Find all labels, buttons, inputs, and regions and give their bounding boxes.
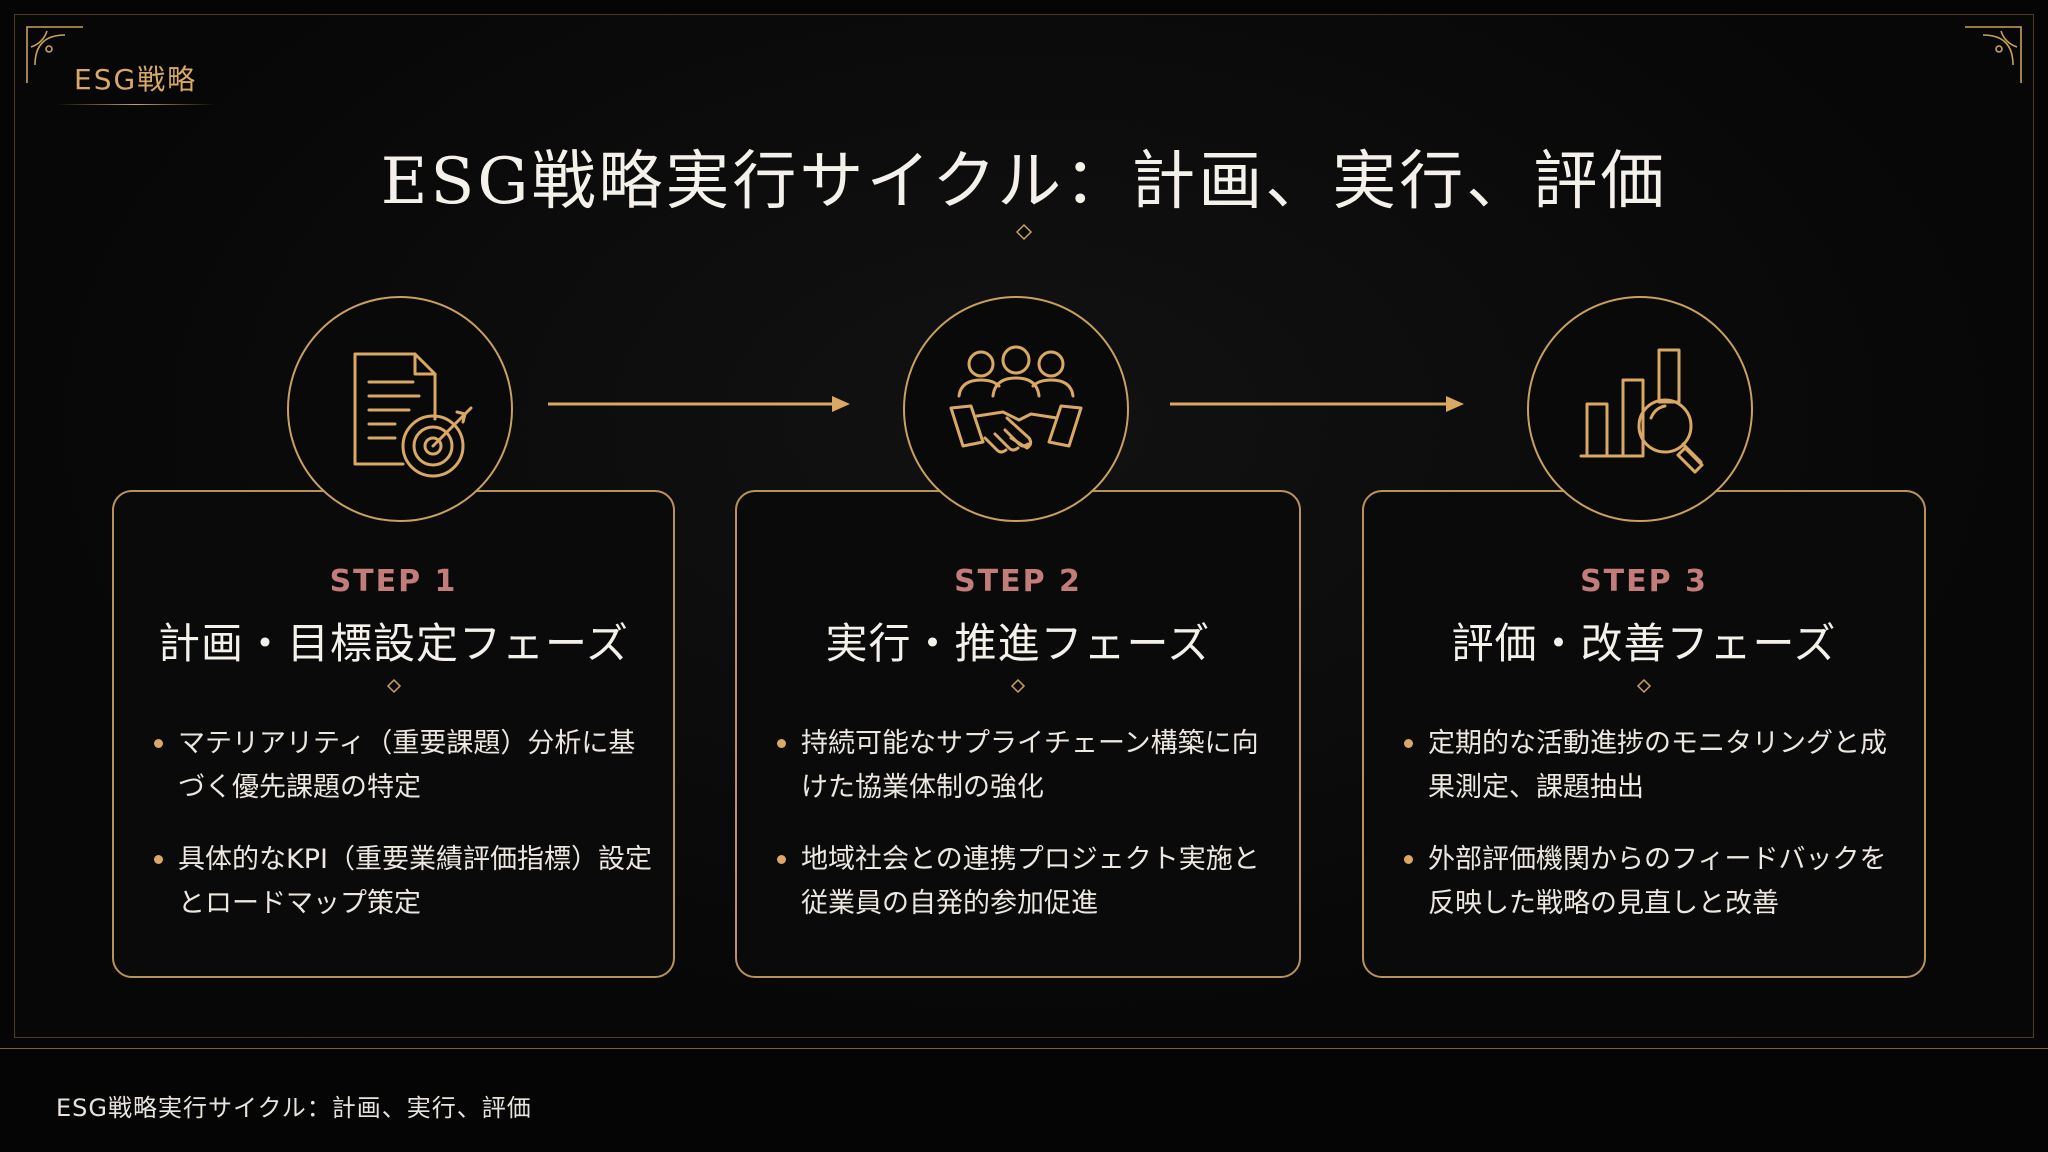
step-label: STEP 2 — [954, 564, 1082, 599]
step-1-icon-circle — [287, 296, 513, 522]
step-1-card: STEP 1 計画・目標設定フェーズ マテリアリティ（重要課題）分析に基づく優先… — [112, 490, 675, 978]
list-item: 外部評価機関からのフィードバックを反映した戦略の見直しと改善 — [1398, 838, 1904, 926]
tag-underline — [56, 104, 216, 105]
bullet-dot-icon — [1404, 855, 1413, 864]
step-label: STEP 3 — [1580, 564, 1708, 599]
step-label: STEP 1 — [329, 564, 458, 599]
bullet-list: 定期的な活動進捗のモニタリングと成果測定、課題抽出 外部評価機関からのフィードバ… — [1398, 722, 1904, 954]
corner-ornament-icon — [26, 26, 83, 83]
list-item: 地域社会との連携プロジェクト実施と従業員の自発的参加促進 — [771, 838, 1279, 926]
step-3-icon-circle — [1527, 296, 1753, 522]
phase-title: 実行・推進フェーズ — [825, 619, 1211, 668]
footer-caption: ESG戦略実行サイクル：計画、実行、評価 — [56, 1094, 532, 1122]
card-divider — [313, 678, 474, 694]
list-item: マテリアリティ（重要課題）分析に基づく優先課題の特定 — [148, 722, 653, 810]
chart-magnifier-icon — [1579, 348, 1704, 474]
footer-divider — [0, 1048, 2048, 1049]
step-2-icon-circle — [903, 296, 1129, 522]
list-item: 持続可能なサプライチェーン構築に向けた協業体制の強化 — [771, 722, 1279, 810]
page-title: ESG戦略実行サイクル：計画、実行、評価 — [380, 145, 1668, 219]
phase-title: 評価・改善フェーズ — [1451, 619, 1837, 668]
title-divider — [784, 223, 1264, 241]
bullet-dot-icon — [777, 739, 786, 748]
phase-title: 計画・目標設定フェーズ — [158, 619, 629, 668]
bullet-list: 持続可能なサプライチェーン構築に向けた協業体制の強化 地域社会との連携プロジェク… — [771, 722, 1279, 954]
step-3-card: STEP 3 評価・改善フェーズ 定期的な活動進捗のモニタリングと成果測定、課題… — [1362, 490, 1926, 978]
bullet-dot-icon — [777, 855, 786, 864]
bullet-dot-icon — [154, 739, 163, 748]
bullet-list: マテリアリティ（重要課題）分析に基づく優先課題の特定 具体的なKPI（重要業績評… — [148, 722, 653, 954]
flow-arrow-2 — [1170, 396, 1464, 412]
step-2-card: STEP 2 実行・推進フェーズ 持続可能なサプライチェーン構築に向けた協業体制… — [735, 490, 1301, 978]
team-handshake-icon — [949, 345, 1083, 454]
corner-ornament-icon — [1965, 26, 2022, 83]
card-divider — [938, 678, 1098, 694]
document-target-icon — [353, 352, 473, 478]
bullet-dot-icon — [154, 855, 163, 864]
list-item: 具体的なKPI（重要業績評価指標）設定とロードマップ策定 — [148, 838, 653, 926]
bullet-dot-icon — [1404, 739, 1413, 748]
section-tag: ESG戦略 — [74, 63, 198, 96]
flow-arrow-1 — [548, 396, 850, 412]
card-divider — [1564, 678, 1724, 694]
list-item: 定期的な活動進捗のモニタリングと成果測定、課題抽出 — [1398, 722, 1904, 810]
